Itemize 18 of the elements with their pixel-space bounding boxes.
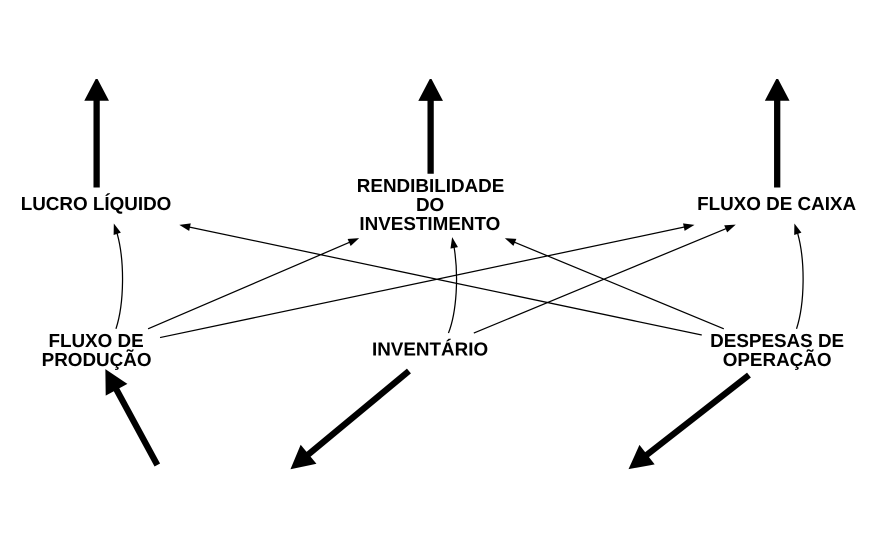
node-text: RENDIBILIDADE DO INVESTIMENTO (356, 174, 504, 234)
arrow (290, 368, 411, 469)
arrow (418, 78, 443, 174)
arrow (148, 238, 360, 329)
node-text: LUCRO LÍQUIDO (20, 192, 172, 214)
node-text: FLUXO DE CAIXA (697, 192, 856, 214)
arrow (84, 78, 109, 187)
node-text: INVENTÁRIO (372, 338, 488, 360)
node-text: DESPESAS DE OPERAÇÃO (710, 330, 844, 370)
node-text: FLUXO DE PRODUÇÃO (42, 330, 152, 370)
arrow (794, 223, 804, 328)
arrow (105, 368, 160, 466)
arrow (764, 78, 790, 187)
arrow (474, 224, 736, 334)
arrow (504, 238, 724, 329)
arrow (448, 236, 458, 333)
arrow (114, 223, 124, 328)
arrow (628, 372, 751, 469)
